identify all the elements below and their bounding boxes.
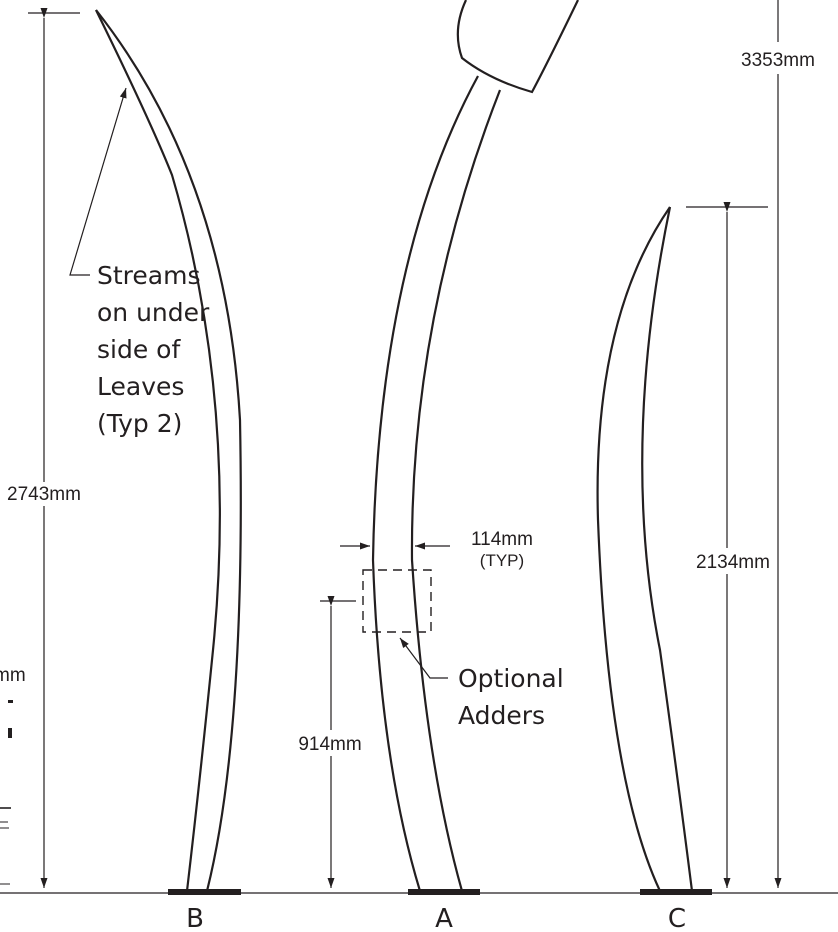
streams-note-line-3: side of: [97, 335, 181, 364]
leaf-c-inner-edge: [641, 206, 694, 892]
streams-leader: [69, 87, 127, 276]
cropped-left-fragment: mm: [0, 665, 26, 885]
optional-adders-leader: [399, 637, 448, 679]
streams-note-line-1: Streams: [97, 261, 200, 290]
optional-adders-line-1: Optional: [458, 664, 564, 693]
optional-adders-callout: Optional Adders: [362, 569, 564, 730]
dimension-114-label: 114mm: [471, 529, 533, 550]
leaf-a-right-edge: [410, 89, 502, 892]
dimension-3353: 3353mm: [741, 0, 815, 888]
optional-adders-line-2: Adders: [458, 701, 545, 730]
leaf-c-base-plate: [640, 889, 712, 895]
dimension-2743-label: 2743mm: [7, 484, 81, 505]
leaf-b-outline: [95, 9, 242, 892]
leaf-b: [95, 9, 242, 895]
streams-note-line-5: (Typ 2): [97, 409, 182, 438]
dimension-114-note: (TYP): [480, 551, 524, 570]
dimension-2134: 2134mm: [686, 202, 770, 888]
streams-callout: Streams on under side of Leaves (Typ 2): [69, 87, 210, 438]
leaf-c: [596, 206, 712, 895]
optional-adders-box: [362, 569, 432, 633]
leaf-a-top-cap: [456, 0, 579, 94]
dimension-914: 914mm: [298, 596, 362, 888]
leaf-c-outline: [596, 206, 671, 892]
dimension-114: 114mm (TYP): [340, 529, 533, 570]
dimension-2134-label: 2134mm: [696, 552, 770, 573]
leaf-b-inner-edge: [95, 9, 221, 892]
leaf-a-caption: A: [435, 904, 453, 932]
cropped-dimension-fragment: mm: [0, 665, 26, 686]
leaf-c-caption: C: [668, 904, 686, 932]
leaf-a-base-plate: [408, 889, 480, 895]
leaf-a-left-edge: [371, 75, 479, 892]
leaf-b-base-plate: [168, 889, 241, 895]
dimension-2743: 2743mm: [7, 8, 81, 888]
leaf-b-caption: B: [186, 904, 204, 932]
dimension-914-label: 914mm: [298, 734, 361, 755]
streams-note-line-4: Leaves: [97, 372, 184, 401]
leaf-a: [371, 0, 579, 895]
streams-note-line-2: on under: [97, 298, 210, 327]
dimension-3353-label: 3353mm: [741, 50, 815, 71]
